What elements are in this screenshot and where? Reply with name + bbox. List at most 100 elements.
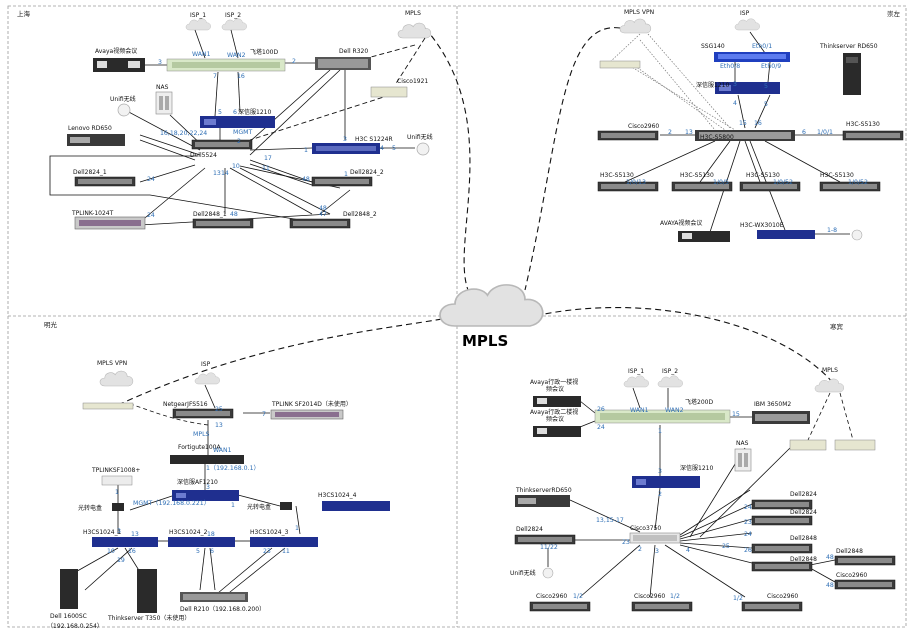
svg-text:10: 10 <box>107 548 115 555</box>
svg-text:光转电盒: 光转电盒 <box>247 503 271 511</box>
mpls-dashed-links-mingguang <box>129 403 209 426</box>
svg-text:H3CS1024_4: H3CS1024_4 <box>318 492 357 499</box>
svg-text:4: 4 <box>686 547 690 554</box>
avaya-1f-line1: Avaya行政一楼视 <box>530 378 578 386</box>
svg-text:SSG140: SSG140 <box>701 43 725 50</box>
svg-text:25: 25 <box>722 543 730 550</box>
svg-text:1/0/52: 1/0/52 <box>773 179 793 186</box>
device-dell2848-1: Dell2848_1 <box>192 211 254 229</box>
svg-text:2: 2 <box>658 491 662 498</box>
device-h3cs1024-1: H3CS1024_1 <box>83 529 158 547</box>
device-h3c-s5130-access-4: H3C-S5130 <box>819 172 881 192</box>
device-unifi-shanghai-2: Unifi无线 <box>407 133 433 156</box>
device-fortigate-100a: Fortigute100A <box>170 444 244 464</box>
svg-text:AVAYA视频会议: AVAYA视频会议 <box>660 219 702 227</box>
device-unifi-shanghai-1: Unifi无线 <box>110 95 136 117</box>
svg-text:MPLS VPN: MPLS VPN <box>624 9 654 16</box>
svg-text:5: 5 <box>196 548 200 555</box>
device-dell-r320: Dell R320 <box>315 48 371 70</box>
svg-text:飞塔100D: 飞塔100D <box>250 48 278 56</box>
device-mpls-router-hanbin-2 <box>834 439 876 451</box>
svg-text:Thinkserver RD650: Thinkserver RD650 <box>819 43 878 50</box>
svg-text:2: 2 <box>292 58 296 65</box>
svg-text:MPLS VPN: MPLS VPN <box>97 360 127 367</box>
device-sangfor-1210-hanbin: 深信服1210 <box>632 464 713 488</box>
svg-text:Thinkserver T350（未使用）: Thinkserver T350（未使用） <box>107 614 190 622</box>
device-nas-hanbin: NAS <box>734 440 752 472</box>
svg-text:MGMT（192.168.0.221）: MGMT（192.168.0.221） <box>133 500 210 507</box>
device-thinkserver-rd650-chongzuo: Thinkserver RD650 <box>819 43 878 95</box>
svg-text:ISP_1: ISP_1 <box>190 12 206 19</box>
device-media-converter-2: 光转电盒 <box>247 502 292 511</box>
svg-text:深信服1210: 深信服1210 <box>680 464 713 472</box>
svg-text:WAN2: WAN2 <box>665 407 684 414</box>
svg-text:23: 23 <box>263 548 271 555</box>
svg-text:48: 48 <box>302 176 310 183</box>
svg-text:1/2: 1/2 <box>733 595 743 602</box>
svg-text:24: 24 <box>147 212 155 219</box>
svg-text:1/0/5: 1/0/5 <box>713 179 729 186</box>
svg-text:7: 7 <box>213 73 217 80</box>
svg-text:11/22: 11/22 <box>540 544 558 551</box>
svg-text:Dell2848_1: Dell2848_1 <box>193 211 227 218</box>
central-mpls-cloud: MPLS <box>439 284 544 350</box>
svg-text:13: 13 <box>215 422 223 429</box>
svg-text:ISP_1: ISP_1 <box>628 368 644 375</box>
svg-text:H3C-WX3010E: H3C-WX3010E <box>740 222 784 229</box>
svg-text:Cisco1921: Cisco1921 <box>397 78 428 85</box>
device-cisco2960-b1: Cisco2960 <box>529 593 591 612</box>
device-sangfor-1210-chongzuo: 深信服1210 <box>696 81 780 94</box>
svg-text:TPLINKSF1008+: TPLINKSF1008+ <box>91 467 140 474</box>
svg-text:Eth0/1: Eth0/1 <box>752 43 772 50</box>
device-ap-chongzuo <box>851 229 863 241</box>
avaya-1f-line2: 频会议 <box>546 385 564 393</box>
device-cisco3750-core: Cisco3750 <box>629 525 681 544</box>
svg-text:H3C-S5800: H3C-S5800 <box>700 134 734 141</box>
region-label-shanghai: 上海 <box>17 9 31 18</box>
svg-text:4: 4 <box>733 100 737 107</box>
svg-text:1/0/13: 1/0/13 <box>626 179 646 186</box>
svg-text:48: 48 <box>230 211 238 218</box>
device-cisco2960-r6: Cisco2960 <box>834 572 896 590</box>
svg-text:H3C-S5130: H3C-S5130 <box>846 121 880 128</box>
port-labels-hanbin: 26 24 WAN1 WAN2 15 1 3 2 13,15-17 23 11/… <box>540 406 834 602</box>
svg-text:Eth0/9: Eth0/9 <box>761 63 781 70</box>
avaya-2f-line1: Avaya行政二楼视 <box>530 408 578 416</box>
device-dell2824-1: Dell2824_1 <box>73 169 136 187</box>
device-tplink-1024t: TPLINK-1024T <box>71 210 146 230</box>
svg-text:TPLINK-1024T: TPLINK-1024T <box>71 210 114 217</box>
svg-text:H3C-S5130: H3C-S5130 <box>746 172 780 179</box>
device-cisco2960-b3: Cisco2960 <box>741 593 803 612</box>
svg-text:24: 24 <box>744 531 752 538</box>
svg-text:1/2: 1/2 <box>670 593 680 600</box>
svg-text:3: 3 <box>343 136 347 143</box>
svg-text:Dell2824_2: Dell2824_2 <box>350 169 384 176</box>
svg-text:WAN1: WAN1 <box>192 51 211 58</box>
svg-text:1/0/52: 1/0/52 <box>848 179 868 186</box>
svg-text:H3CS1024_2: H3CS1024_2 <box>169 529 208 536</box>
device-mpls-router-mingguang <box>82 402 134 410</box>
device-fortinet-200d: 飞塔200D <box>594 398 731 424</box>
svg-text:Cisco2960: Cisco2960 <box>536 593 567 600</box>
mpls-cloud-shanghai: MPLS <box>397 10 432 39</box>
svg-text:1: 1 <box>304 147 308 154</box>
svg-text:2: 2 <box>237 138 241 145</box>
svg-text:48: 48 <box>319 205 327 212</box>
svg-text:Dell R320: Dell R320 <box>339 48 368 55</box>
device-mpls-router-chongzuo <box>599 60 641 69</box>
svg-text:10: 10 <box>232 163 240 170</box>
svg-text:48: 48 <box>826 582 834 589</box>
svg-text:Avaya视频会议: Avaya视频会议 <box>95 47 137 55</box>
device-netgear-jfs516: NetgearJFS516 <box>163 401 234 419</box>
svg-text:2: 2 <box>638 546 642 553</box>
svg-text:6: 6 <box>210 548 214 555</box>
svg-text:Unifi无线: Unifi无线 <box>407 133 433 141</box>
device-nas-shanghai: NAS <box>155 84 173 115</box>
device-h3c-s5130-access-3: H3C-S5130 <box>739 172 801 192</box>
svg-text:1: 1 <box>658 428 662 435</box>
svg-text:H3C-S5130: H3C-S5130 <box>680 172 714 179</box>
device-tplink-sf2014d: TPLINK SF2014D（未使用） <box>270 400 352 420</box>
device-dell2848-2: Dell2848_2 <box>289 211 377 229</box>
svg-text:Eth0/8: Eth0/8 <box>720 63 740 70</box>
device-dell-r210: Dell R210（192.168.0.200） <box>180 592 265 613</box>
